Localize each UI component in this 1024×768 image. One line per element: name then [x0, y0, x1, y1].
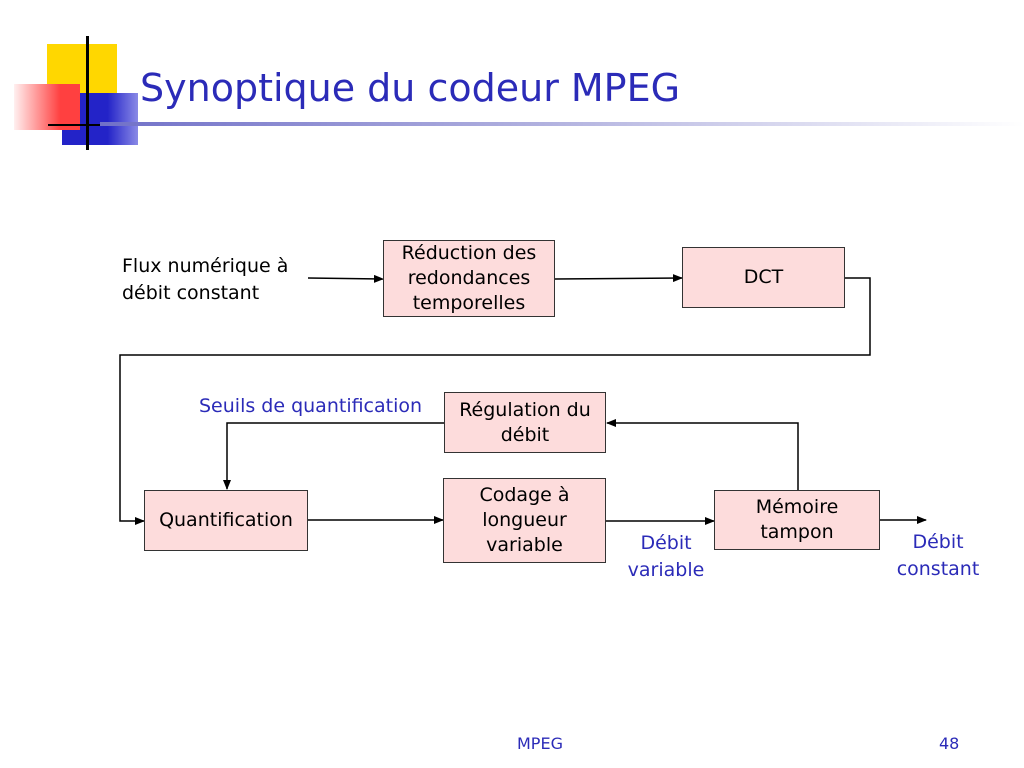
red-square — [14, 84, 80, 130]
page-title: Synoptique du codeur MPEG — [140, 66, 681, 110]
debit-variable-label: Débit variable — [627, 532, 705, 581]
box-regulation-debit: Régulation du débit — [444, 392, 606, 453]
box-dct: DCT — [682, 247, 845, 308]
input-flux-label: Flux numérique à débit constant — [122, 255, 289, 304]
box-codage-label: Codage à longueur variable — [479, 484, 570, 556]
box-codage-longueur-variable: Codage à longueur variable — [443, 478, 606, 563]
horizontal-line — [48, 124, 140, 126]
arrow-input-to-reduction — [307, 274, 384, 283]
box-dct-label: DCT — [743, 266, 784, 288]
box-quantification: Quantification — [144, 490, 308, 551]
box-reduction-label: Réduction des redondances temporelles — [401, 242, 537, 314]
box-regulation-label: Régulation du débit — [459, 398, 591, 446]
seuils-label: Seuils de quantification — [199, 395, 423, 417]
arrow-memoire-to-regulation — [606, 419, 799, 490]
footer-title: MPEG — [517, 734, 563, 753]
arrow-reduction-to-dct — [554, 274, 683, 283]
title-underline — [100, 122, 1024, 126]
debit-constant-label: Débit constant — [896, 531, 980, 580]
box-memoire-label: Mémoire tampon — [755, 496, 839, 543]
vertical-line — [86, 36, 89, 150]
box-reduction-redondances: Réduction des redondances temporelles — [383, 240, 555, 317]
decorative-logo — [0, 0, 140, 160]
arrow-regulation-to-quantification — [223, 422, 444, 490]
box-memoire-tampon: Mémoire tampon — [714, 490, 880, 550]
arrow-dct-to-quantification — [119, 277, 871, 525]
box-quantification-label: Quantification — [159, 509, 293, 531]
page-number: 48 — [939, 734, 960, 753]
